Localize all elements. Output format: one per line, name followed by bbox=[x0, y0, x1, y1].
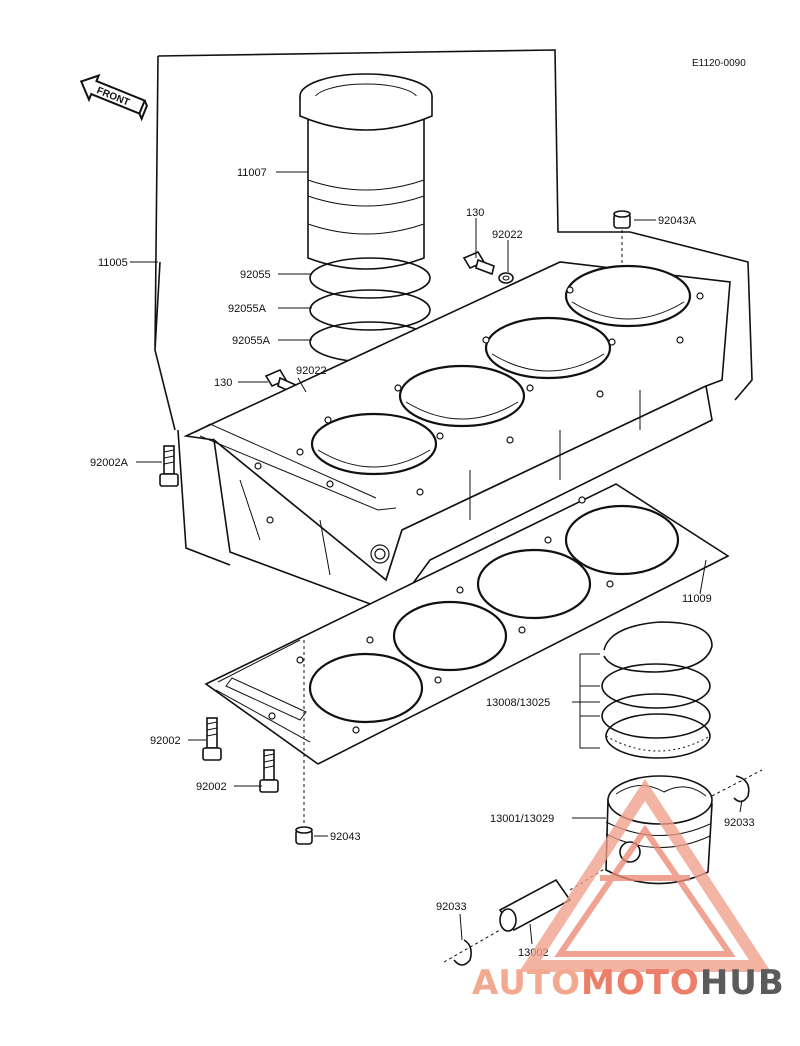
piston bbox=[605, 775, 713, 885]
dowel-92043 bbox=[295, 826, 313, 845]
label-92033-right: 92033 bbox=[724, 817, 755, 829]
ring-bracket bbox=[579, 653, 600, 749]
group-bracket-line-lower bbox=[177, 429, 231, 566]
label-92022-top: 92022 bbox=[492, 229, 523, 241]
label-92055: 92055 bbox=[240, 269, 271, 281]
group-bracket-line-right bbox=[629, 231, 753, 401]
watermark-part-1: AUTO bbox=[472, 963, 581, 1003]
bolt-92002-upper bbox=[202, 717, 222, 761]
label-11007: 11007 bbox=[237, 167, 267, 179]
label-92055a-1: 92055A bbox=[228, 303, 267, 315]
label-11005: 11005 bbox=[98, 257, 128, 269]
circlip-92033-right bbox=[733, 775, 750, 803]
leader-lines bbox=[130, 171, 743, 945]
o-ring-92055 bbox=[309, 257, 431, 299]
dowel-92043a bbox=[613, 210, 631, 229]
label-92055a-2: 92055A bbox=[232, 335, 271, 347]
group-bracket-line bbox=[154, 49, 630, 431]
label-130-mid: 130 bbox=[214, 377, 232, 389]
bolt-92002a bbox=[159, 445, 179, 487]
label-92002-2: 92002 bbox=[196, 781, 227, 793]
piston-rings bbox=[601, 621, 713, 759]
piston-pin bbox=[498, 878, 572, 932]
label-92002-1: 92002 bbox=[150, 735, 181, 747]
label-13008-13025: 13008/13025 bbox=[486, 697, 550, 709]
o-ring-92055a-upper bbox=[309, 289, 431, 331]
label-92002a: 92002A bbox=[90, 457, 129, 469]
label-11009: 11009 bbox=[682, 593, 712, 605]
label-92033-left: 92033 bbox=[436, 901, 467, 913]
watermark-part-3: HUB bbox=[700, 963, 785, 1003]
label-13001-13029: 13001/13029 bbox=[490, 813, 554, 825]
circlip-92033-left bbox=[453, 939, 472, 966]
label-92043: 92043 bbox=[330, 831, 361, 843]
bolt-130-top bbox=[462, 250, 495, 276]
diagram-code: E1120-0090 bbox=[692, 58, 746, 69]
cylinder-sleeve bbox=[299, 73, 433, 270]
watermark-part-2: MOTO bbox=[581, 963, 700, 1003]
watermark-text: AUTOMOTOHUB bbox=[472, 963, 785, 1003]
cylinder-block bbox=[183, 261, 731, 613]
watermark-logo bbox=[518, 779, 772, 972]
label-92043a: 92043A bbox=[658, 215, 697, 227]
label-92022-mid: 92022 bbox=[296, 365, 327, 377]
base-gasket-11009 bbox=[204, 483, 730, 765]
label-130-top: 130 bbox=[466, 207, 484, 219]
washer-92022-top bbox=[498, 272, 514, 284]
bolt-92002-lower bbox=[259, 749, 279, 793]
front-arrow-icon: FRONT bbox=[79, 73, 148, 122]
